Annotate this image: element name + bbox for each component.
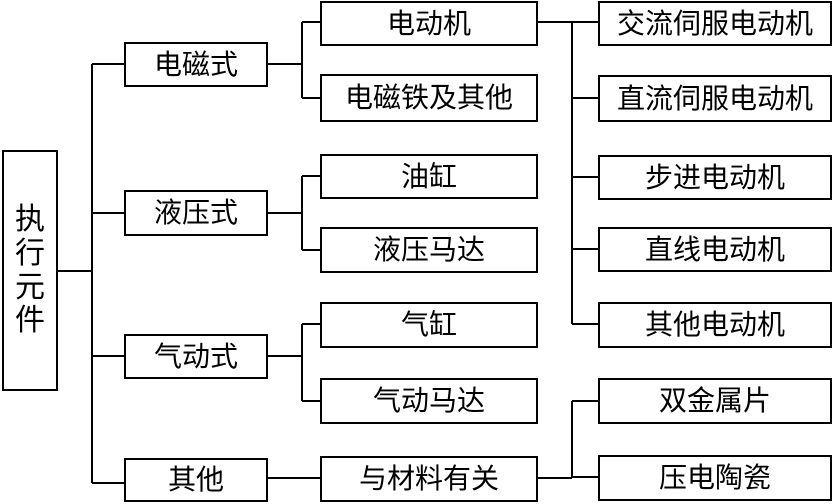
- category-other: 其他: [124, 458, 268, 502]
- category-hydraulic: 液压式: [124, 190, 268, 236]
- material-bimetal-strip: 双金属片: [598, 378, 832, 424]
- category-pneumatic: 气动式: [124, 334, 268, 379]
- root-char-2: 行: [15, 235, 45, 271]
- root-char-1: 执: [15, 202, 45, 238]
- motor-stepper: 步进电动机: [598, 155, 832, 200]
- subtype-air-cylinder: 气缸: [320, 302, 538, 348]
- motor-linear: 直线电动机: [598, 227, 832, 272]
- root-node-actuator: 执 行 元 件: [2, 150, 58, 391]
- subtype-material-related: 与材料有关: [320, 456, 538, 502]
- motor-dc-servo: 直流伺服电动机: [598, 75, 832, 122]
- subtype-pneumatic-motor: 气动马达: [320, 378, 538, 424]
- subtype-hydraulic-motor: 液压马达: [320, 227, 538, 273]
- motor-ac-servo: 交流伺服电动机: [598, 1, 832, 46]
- motor-other: 其他电动机: [598, 302, 832, 348]
- root-char-3: 元: [15, 269, 45, 305]
- root-char-4: 件: [15, 303, 45, 339]
- subtype-electric-motor: 电动机: [320, 1, 538, 46]
- subtype-oil-cylinder: 油缸: [320, 154, 538, 199]
- category-electromagnetic: 电磁式: [124, 42, 268, 87]
- material-piezo-ceramic: 压电陶瓷: [598, 455, 832, 501]
- subtype-electromagnet-and-other: 电磁铁及其他: [320, 74, 538, 122]
